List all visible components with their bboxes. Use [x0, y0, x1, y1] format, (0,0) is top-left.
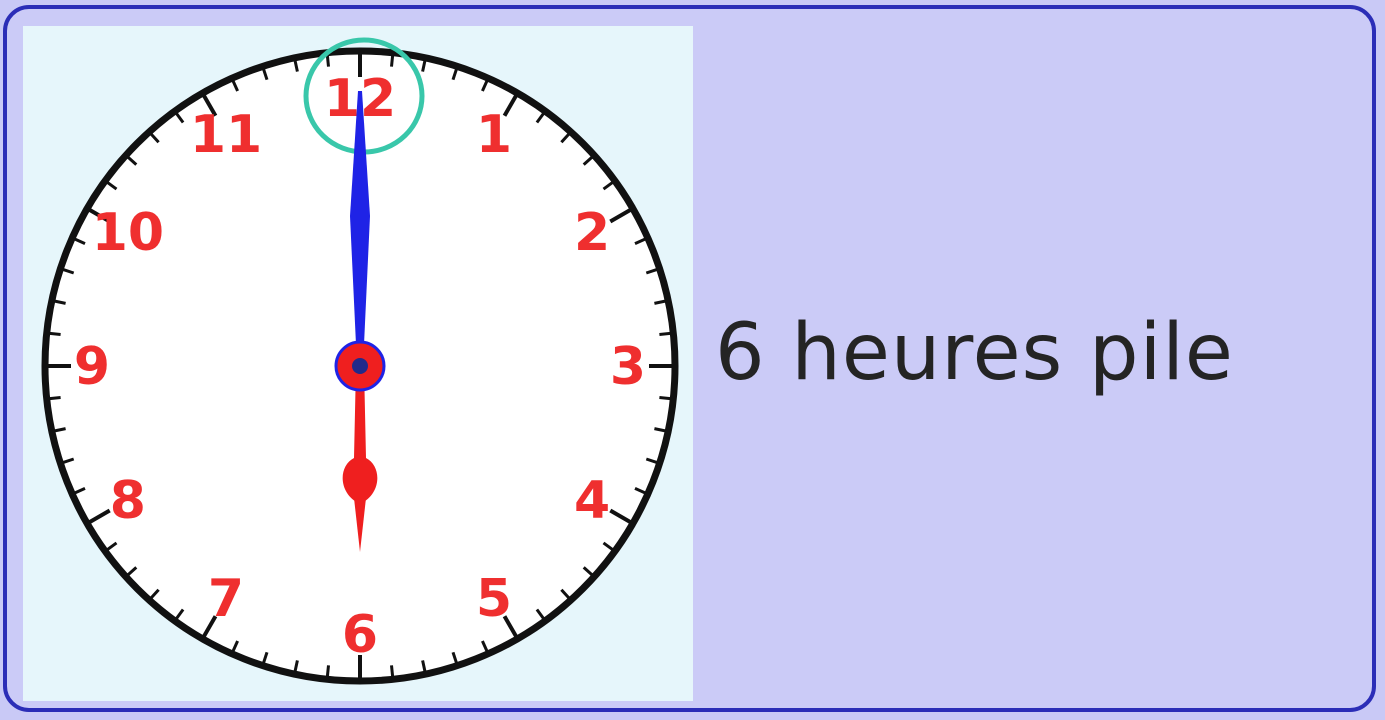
clock-number: 4 [574, 471, 610, 531]
minute-tick [327, 665, 328, 676]
time-caption: 6 heures pile [715, 314, 1234, 392]
clock-panel: 121234567891011 [23, 26, 693, 701]
clock-number: 11 [190, 105, 262, 165]
center-pin [352, 358, 368, 374]
minute-tick [50, 398, 61, 399]
minute-tick [392, 56, 393, 67]
analog-clock: 121234567891011 [23, 26, 693, 701]
clock-number: 8 [110, 471, 146, 531]
minute-tick [392, 665, 393, 676]
clock-number: 9 [74, 337, 110, 397]
time-card: 121234567891011 6 heures pile [3, 5, 1376, 712]
clock-number: 10 [92, 203, 164, 263]
clock-number: 7 [208, 569, 244, 629]
minute-tick [659, 333, 670, 334]
clock-number: 3 [610, 337, 646, 397]
minute-tick [50, 333, 61, 334]
clock-number: 1 [476, 105, 512, 165]
clock-number: 2 [574, 203, 610, 263]
minute-tick [659, 398, 670, 399]
clock-number: 6 [342, 605, 378, 665]
clock-number: 5 [476, 569, 512, 629]
minute-tick [327, 56, 328, 67]
